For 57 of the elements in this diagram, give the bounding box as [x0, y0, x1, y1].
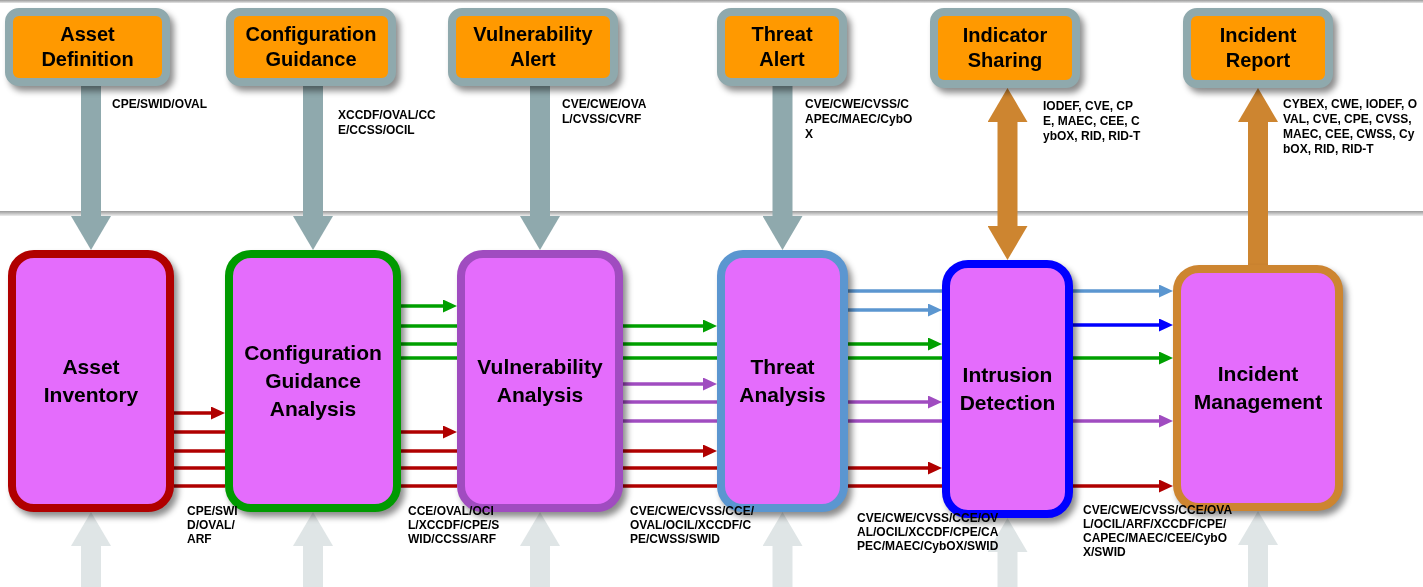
block-arrow [71, 86, 111, 250]
block-arrow [293, 86, 333, 250]
box-title: Incident Report [1218, 23, 1298, 73]
block-arrow [293, 512, 333, 587]
block-arrow [762, 512, 803, 587]
box-title: Incident Management [1192, 361, 1324, 415]
flow-arrow [401, 299, 457, 313]
block-arrow [987, 518, 1028, 587]
block-arrow [1238, 88, 1278, 265]
block-arrow [520, 512, 560, 587]
flow-arrow [1073, 318, 1173, 332]
source-box [448, 8, 618, 86]
flow-arrow [848, 395, 942, 409]
box-title: Configuration Guidance Analysis [243, 340, 383, 422]
block-arrow [987, 88, 1028, 260]
block-arrow [520, 86, 560, 250]
flow-arrow [1073, 351, 1173, 365]
box-title: Intrusion Detection [958, 362, 1057, 416]
flow-arrow [848, 461, 942, 475]
format-label: CVE/CWE/CVSS/CCE/OVAL/OCIL/XCCDF/CPE/CWSS/SWID [630, 504, 756, 546]
flow-arrow [401, 425, 457, 439]
edge-label: XCCDF/OVAL/CCE/CCSS/OCIL [338, 108, 437, 138]
flow-arrow [1073, 479, 1173, 493]
box-title: Configuration Guidance [244, 22, 378, 72]
format-label: CPE/SWID/OVAL/ARF [187, 504, 239, 546]
format-label: CVE/CWE/CVSS/CCE/OVAL/OCIL/ARF/XCCDF/CPE/CAPEC/MAEC/CEE/CybOX/SWID [1083, 503, 1233, 559]
format-label: CCE/OVAL/OCIL/XCCDF/CPE/SWID/CCSS/ARF [408, 504, 501, 546]
source-box [1183, 8, 1333, 88]
flow-arrow [848, 337, 942, 351]
box-title: Asset Inventory [42, 354, 140, 408]
edge-label: CVE/CWE/CVSS/CAPEC/MAEC/CybOX [805, 97, 914, 142]
flow-arrow [1073, 284, 1173, 298]
source-box [5, 8, 170, 86]
box-title: Asset Definition [40, 22, 135, 72]
flow-arrow [1073, 414, 1173, 428]
box-title: Threat Analysis [738, 354, 827, 408]
flow-arrow [623, 319, 717, 333]
edge-label: IODEF, CVE, CPE, MAEC, CEE, CybOX, RID, RID-T [1043, 99, 1142, 144]
box-title: Vulnerability Analysis [476, 354, 604, 408]
edge-label: CPE/SWID/OVAL [112, 97, 209, 112]
block-arrow [762, 86, 803, 250]
box-title: Indicator Sharing [961, 23, 1049, 73]
source-box [930, 8, 1080, 88]
box-title: Vulnerability Alert [472, 22, 594, 72]
flow-arrow [174, 406, 225, 420]
flow-arrow [623, 444, 717, 458]
process-box [8, 250, 174, 512]
flow-arrow [848, 303, 942, 317]
source-box [717, 8, 847, 86]
edge-label: CVE/CWE/OVAL/CVSS/CVRF [562, 97, 648, 127]
source-box [226, 8, 396, 86]
block-arrow [71, 512, 111, 587]
flow-arrow [623, 377, 717, 391]
block-arrow [1238, 511, 1278, 587]
format-label: CVE/CWE/CVSS/CCE/OVAL/OCIL/XCCDF/CPE/CAPEC/MAEC/CybOX/SWID [857, 511, 1000, 553]
box-title: Threat Alert [750, 22, 814, 72]
edge-label: CYBEX, CWE, IODEF, OVAL, CVE, CPE, CVSS, MAEC, CEE, CWSS, CybOX, RID, RID-T [1283, 97, 1418, 157]
